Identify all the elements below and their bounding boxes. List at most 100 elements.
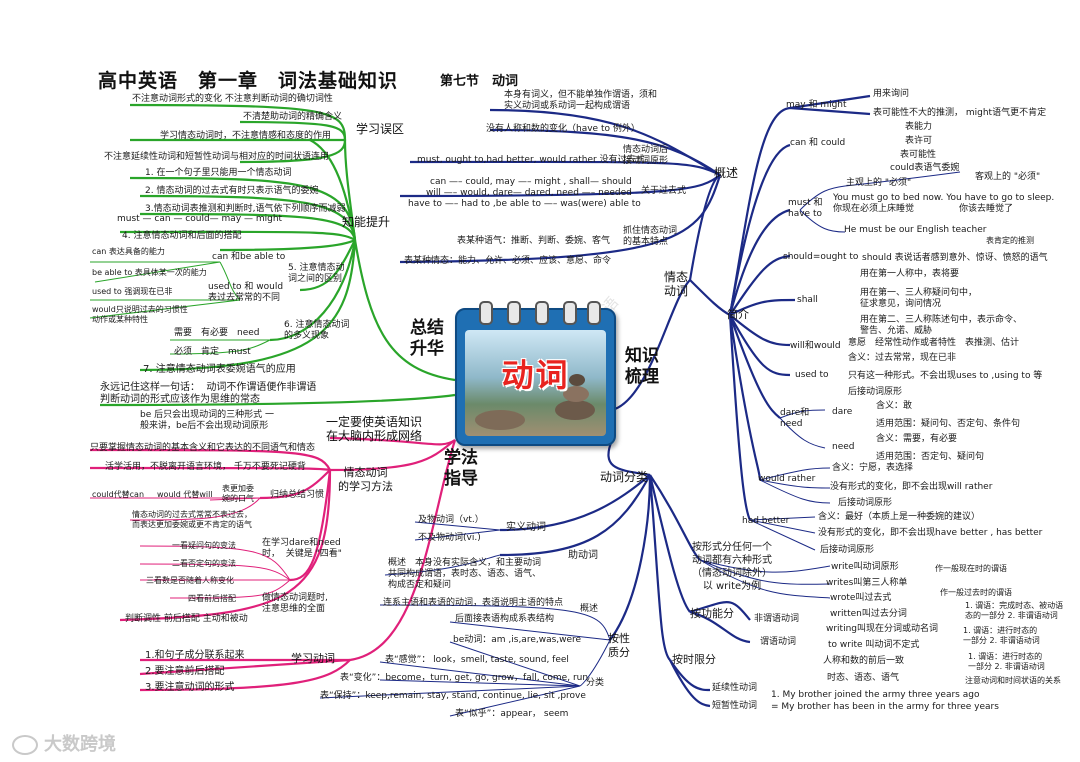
exercise-note: 做情态动词题时, 注意思维的全面 xyxy=(262,593,328,615)
form-item: writes叫第三人称单 xyxy=(826,578,907,589)
center-node: 动词 xyxy=(455,308,616,446)
center-label: 动词 xyxy=(457,350,614,396)
branch-by-nature[interactable]: 按性 质分 xyxy=(608,632,630,660)
finite-note: 人称和数的前后一致 xyxy=(823,656,904,667)
past-item: have to —– had to ,be able to —– was(wer… xyxy=(408,199,641,210)
form-item: to write 叫动词不定式 xyxy=(828,640,919,651)
link-seem: 表“似乎”：appear， seem xyxy=(455,709,568,720)
link-follow: 后面接表语构成系表结构 xyxy=(455,614,554,625)
by-function: 按功能分 xyxy=(690,608,734,619)
detail: 适用范围：否定句、疑问句 xyxy=(876,452,984,463)
detail: 只有这一种形式。不会出现uses to ,using to 等 xyxy=(848,371,1042,382)
detail: 主观上的 "必须" xyxy=(846,178,911,189)
intransitive: 不及物动词(vi.) xyxy=(418,533,481,544)
branch-modal-verbs[interactable]: 情态 动词 xyxy=(664,270,688,298)
branch-must-network[interactable]: 一定要使英语知识 在大脑内形成网络 xyxy=(326,415,422,443)
branch-verb-classes[interactable]: 动词分类 xyxy=(600,470,648,484)
ability-item: 2. 情态动词的过去式有时只表示语气的委婉 xyxy=(145,186,318,197)
durative: 延续性动词 xyxy=(712,683,757,694)
detail: 意愿 经常性动作或者特性 表推测、估计 xyxy=(848,338,1019,349)
detail: 客观上的 "必须" xyxy=(975,172,1040,183)
diff-can-be-able: can 和be able to xyxy=(212,252,285,263)
be-verbs: be动词：am ,is,are,was,were xyxy=(453,635,581,646)
dare: dare xyxy=(832,407,852,418)
example: 1. My brother joined the army three year… xyxy=(771,690,979,701)
look-item: 四看前后搭配 xyxy=(188,594,236,604)
used-to: used to xyxy=(795,370,829,381)
multi-item: 必须 肯定 must xyxy=(174,347,251,358)
hub-summary-label: 总结 升华 xyxy=(410,318,444,359)
by-time: 按时限分 xyxy=(672,654,716,665)
detail: 后接动词原形 xyxy=(838,498,892,509)
detail: 后接动词原形 xyxy=(820,545,874,556)
would-will: would 代替will xyxy=(157,490,213,500)
branch-overview[interactable]: 概述 xyxy=(714,166,738,180)
nonfinite: 非谓语动词 xyxy=(754,614,799,625)
diff-title: 5. 注意情态动 词之间的区别 xyxy=(288,263,344,285)
branch-ability[interactable]: 知能提升 xyxy=(342,215,390,229)
detail: 表许可 xyxy=(905,136,932,147)
form-item: write叫动词原形 xyxy=(831,562,899,573)
must-have-to: must 和 have to xyxy=(788,198,823,220)
had-better: had better xyxy=(742,516,789,527)
detail: 用来询问 xyxy=(873,89,909,100)
binder-ring-icon xyxy=(479,301,493,325)
feature-item: 表某种语气：推断、判断、委婉、客气 xyxy=(457,236,610,247)
hub-summary[interactable]: 总结 升华 xyxy=(410,318,444,360)
be-forms-note: be 后只会出现动词的三种形式 一 般来讲，be后不会出现动词原形 xyxy=(140,410,274,432)
momentary: 短暂性动词 xyxy=(712,701,757,712)
detail: 表能力 xyxy=(905,122,932,133)
detail: 没有形式的变化，即不会出现will rather xyxy=(830,482,992,493)
overview-desc: 没有人称和数的变化（have to 例外） xyxy=(486,124,640,135)
form-note: 作一般现在时的谓语 xyxy=(935,564,1007,574)
detail: could表语气委婉 xyxy=(890,163,959,174)
mistake-item: 学习情态动词时，不注意情感和态度的作用 xyxy=(160,131,331,142)
past-title: 关于过去式 xyxy=(641,186,686,197)
diff-note: be able to 表具体某一次的能力 xyxy=(92,268,207,278)
detail: 用在第一、三人称疑问句中， 征求意见，询问情况 xyxy=(860,288,977,310)
diff-note: would只说明过去的习惯性 动作或某种特性 xyxy=(92,305,188,325)
could-can: could代替can xyxy=(92,490,144,500)
ability-item: 1. 在一个句子里只能用一个情态动词 xyxy=(145,168,291,179)
watermark-logo-text: 大数跨境 xyxy=(44,734,116,755)
ability-item: must — can — could— may — might xyxy=(117,214,282,225)
binder-ring-icon xyxy=(507,301,521,325)
form-note: 作一般过去时的谓语 xyxy=(940,588,1012,598)
detail: 后接动词原形 xyxy=(848,387,902,398)
hub-knowledge-label: 知识 梳理 xyxy=(625,346,659,387)
learn-item: 3.要注意动词的形式 xyxy=(145,682,235,693)
detail: 含义：宁愿，表选择 xyxy=(832,463,913,474)
mistake-item: 不注意延续性动词和短暂性动词与相对应的时间状语连用 xyxy=(104,152,329,163)
diff-note: can 表达具备的能力 xyxy=(92,247,165,257)
past-note: 情态动词的过去式常常不表过去， 而表达更加委婉或更不肯定的语气 xyxy=(132,510,252,530)
auxiliary: 助动词 xyxy=(568,550,598,561)
must-example: You must go to bed now. You have to go t… xyxy=(833,193,1054,215)
ability-item: 4. 注意情态动词和后面的搭配 xyxy=(122,231,241,242)
learn-item: 1.和句子成分联系起来 xyxy=(145,650,245,661)
branch-intro[interactable]: 简介 xyxy=(727,308,749,322)
detail: 表可能性不大的推测， might语气更不肯定 xyxy=(873,108,1046,119)
form-note: 情态动词后 接动词原形 xyxy=(623,145,668,167)
hub-knowledge[interactable]: 知识 梳理 xyxy=(625,346,659,388)
link-change: 表“变化”：become，turn, get, go, grow，fall, c… xyxy=(340,673,588,684)
branch-learn-verbs[interactable]: 学习动词 xyxy=(291,652,335,666)
detail: 用在第二、三人称陈述句中，表示命令、 警告、允诺、威胁 xyxy=(860,315,1022,337)
diff-used-to: used to 和 would 表过去常常的不同 xyxy=(208,282,283,304)
form-note: 1. 谓语：完成时态、被动语 态的一部分 2. 非谓语动词 xyxy=(965,601,1063,621)
shall: shall xyxy=(797,295,818,306)
binder-ring-icon xyxy=(587,301,601,325)
can-could: can 和 could xyxy=(790,138,845,149)
look-item: 二看否定句的变法 xyxy=(172,559,236,569)
form-note: 1. 谓语：进行时态的 一部分 2. 非谓语动词 xyxy=(963,626,1040,646)
form-item: written叫过去分词 xyxy=(830,609,907,620)
form-note: must, ought to,had better, would rather … xyxy=(417,155,645,166)
need: need xyxy=(832,442,855,453)
branch-modal-method[interactable]: 情态动词 的学习方法 xyxy=(338,466,393,494)
remember-note: 永远记住这样一句话： 动词不作谓语便作非谓语 判断动词的形式应该作为思维的常态 xyxy=(100,382,316,406)
detail: 含义：需要，有必要 xyxy=(876,434,957,445)
link-description: 连系主语和表语的动词，表语说明主语的特点 xyxy=(383,598,563,609)
overview-desc: 本身有词义，但不能单独作谓语，须和 实义动词或系动词一起构成谓语 xyxy=(504,90,657,112)
notional-verbs: 实义动词 xyxy=(506,522,546,533)
hub-method[interactable]: 学法 指导 xyxy=(444,448,478,490)
branch-study-mistakes[interactable]: 学习误区 xyxy=(356,122,404,136)
